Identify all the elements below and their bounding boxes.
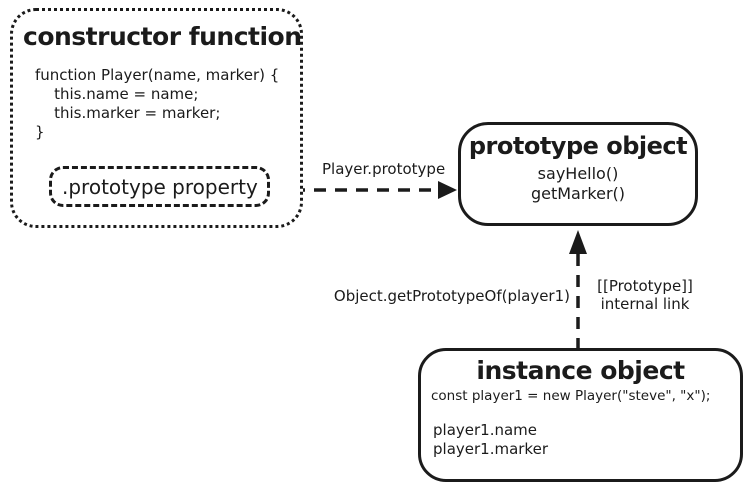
method-sayhello: sayHello()	[537, 164, 619, 183]
prototype-object-box: prototype object sayHello() getMarker()	[458, 122, 698, 226]
code-line-this-marker: this.marker = marker;	[35, 104, 221, 122]
internal-link-arrowhead	[569, 230, 587, 254]
instance-code-line: const player1 = new Player("steve", "x")…	[431, 388, 711, 404]
internal-link-label-line2: internal link	[600, 295, 690, 313]
get-prototype-of-arrow-label: Object.getPrototypeOf(player1)	[333, 287, 570, 305]
constructor-code-block: function Player(name, marker) { this.nam…	[35, 66, 300, 142]
internal-link-arrow	[569, 230, 587, 350]
constructor-function-title: constructor function	[23, 22, 302, 51]
instance-property-name: player1.name	[433, 421, 538, 439]
prototype-property-box: .prototype property	[49, 166, 270, 207]
constructor-function-box: constructor function function Player(nam…	[10, 8, 303, 228]
method-getmarker: getMarker()	[530, 184, 626, 203]
instance-object-title: instance object	[476, 356, 685, 385]
internal-link-arrow-label: [[Prototype]] internal link	[586, 277, 704, 313]
instance-object-box: instance object const player1 = new Play…	[418, 348, 743, 482]
internal-link-label-line1: [[Prototype]]	[597, 277, 693, 295]
code-line-closing-brace: }	[35, 123, 45, 141]
player-prototype-arrow-label: Player.prototype	[322, 160, 446, 178]
prototype-method-list: sayHello() getMarker()	[461, 164, 695, 204]
player-prototype-arrowhead	[438, 181, 457, 199]
prototype-property-label: .prototype property	[62, 174, 258, 199]
prototype-object-title: prototype object	[468, 132, 688, 160]
instance-property-list: player1.name player1.marker	[433, 421, 740, 459]
instance-property-marker: player1.marker	[433, 440, 548, 458]
code-line-this-name: this.name = name;	[35, 85, 199, 103]
code-line-function-signature: function Player(name, marker) {	[35, 66, 280, 84]
